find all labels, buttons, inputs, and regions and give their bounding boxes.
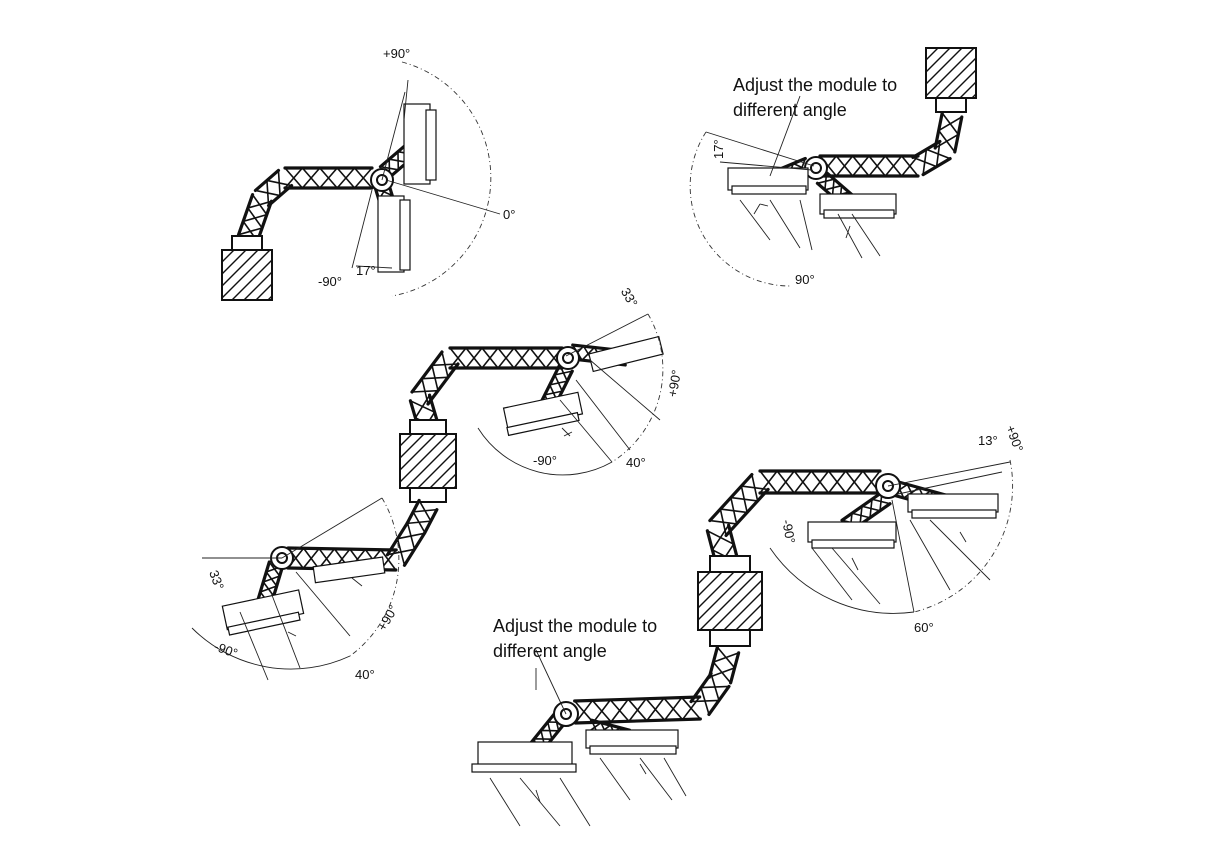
lamp-heads-right-lower [471,729,679,773]
reference-lines [351,79,501,269]
small-angle-arc [355,265,393,269]
wall-mount-middle [399,419,457,503]
reference-lines-upper [811,461,1011,613]
lamp-heads-middle-upper [502,335,664,437]
lamp-head-upper [403,103,437,185]
angle-label-tilt-lower: 40° [355,667,375,682]
angle-label-tilt: 60° [914,620,934,635]
caption-line-2: different angle [493,641,607,661]
light-direction-arrow-upper [561,427,573,437]
arm-right-upper [705,469,882,571]
light-direction-arrows-lower [287,577,363,637]
light-direction-arrows-lower [535,763,647,803]
angle-label-bottom: -90° [318,274,342,289]
angle-label-small-lower: 33° [206,568,227,592]
arm-top-left [236,166,374,243]
caption-line-2: different angle [733,100,847,120]
caption-line-1: Adjust the module to [493,616,657,636]
figure-middle: 33° +90° -90° 40° 33° +90° -90° 40° [191,285,685,682]
light-direction-arrows [753,203,851,239]
swing-arc-upper [611,313,664,463]
pivot-joint-inner [810,162,822,174]
lamp-head-right [819,193,897,219]
lamp-head-left [727,167,809,195]
swing-arc-upper-lower [769,547,915,614]
angle-label-minus-upper: -90° [533,453,557,468]
wall-mount-top-left [221,235,273,301]
wall-mount-top-right [925,47,977,113]
figure-top-right: Adjust the module to different angle 17°… [689,47,977,287]
angle-label-bottom: 90° [795,272,815,287]
pivot-joint-upper-inner [562,352,574,364]
reference-lines-lower [202,497,383,681]
angle-label-small: 13° [978,433,998,448]
swing-arc-lower [349,497,400,657]
swing-arc [391,61,492,297]
reference-lines-upper [559,313,661,463]
angle-label-right: 0° [503,207,515,222]
angle-label-minus: -90° [779,518,798,544]
swing-arc-lower-lower [191,627,351,670]
swing-arc-upper [913,459,1014,613]
angle-label-small-upper: 33° [618,285,641,310]
caption-line-1: Adjust the module to [733,75,897,95]
swing-arc-upper-lower [477,427,613,476]
swing-arc [689,131,791,287]
figure-top-left: +90° 0° -90° 17° [221,46,515,301]
angle-label-plus-lower: +90° [374,602,401,633]
reference-lines [705,95,881,259]
angle-label-small: 17° [356,263,376,278]
wall-mount-right [697,555,763,647]
angle-label-plus: +90° [1003,423,1026,454]
angle-label-small: 17° [711,139,726,159]
lamp-heads-middle-lower [221,556,386,636]
figure-right: 13° +90° -90° 60° Adjust the module to d… [471,423,1026,827]
angle-label-tilt-upper: 40° [626,455,646,470]
arm-top-right [818,111,964,178]
lamp-head-lower [377,195,411,273]
angle-label-minus-lower: -90° [212,639,240,661]
angle-label-plus-upper: +90° [665,369,685,398]
angle-label-top: +90° [383,46,410,61]
lamp-heads-right-upper [807,493,999,549]
light-direction-arrows-upper [851,531,967,571]
